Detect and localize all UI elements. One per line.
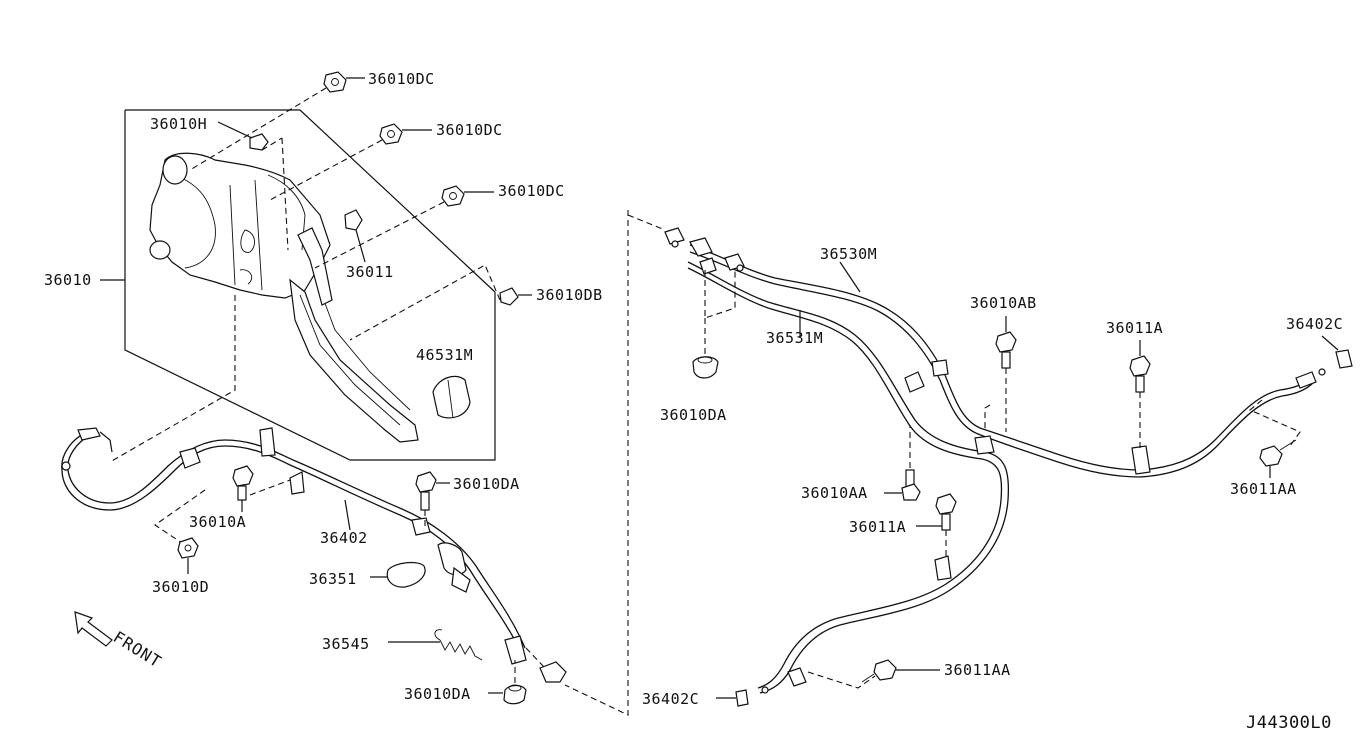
leader-dash-a bbox=[249, 479, 291, 496]
clip-36011 bbox=[344, 209, 366, 263]
label-36402: 36402 bbox=[320, 529, 368, 547]
label-36402c-bottom: 36402C bbox=[642, 690, 699, 708]
leader-dash-rear-front bbox=[627, 214, 666, 231]
rear-cable-36531m bbox=[687, 261, 1010, 694]
clip-36010h bbox=[217, 121, 269, 151]
label-36545: 36545 bbox=[322, 635, 370, 653]
label-36011aa-right: 36011AA bbox=[1230, 480, 1297, 498]
bolt-36011a-mid bbox=[916, 493, 957, 558]
part-labels: 36010DC 36010H 36010DC 36010DC 36010 360… bbox=[44, 70, 1343, 733]
clip-36402c-top bbox=[1321, 335, 1353, 369]
label-36010aa: 36010AA bbox=[801, 484, 868, 502]
leader-36530m bbox=[839, 261, 861, 293]
rear-cable-front-bracket bbox=[664, 227, 745, 275]
leader-dash-h bbox=[261, 137, 283, 151]
bolt-36011aa-bottom bbox=[861, 659, 940, 683]
label-36010da-bottom: 36010DA bbox=[404, 685, 471, 703]
leader-dash-ab bbox=[984, 404, 991, 430]
nut-36010dc-mid bbox=[379, 123, 432, 145]
leader-dash-dc-top bbox=[189, 87, 327, 171]
diagram-code: J44300L0 bbox=[1246, 713, 1332, 733]
label-36010ab: 36010AB bbox=[970, 294, 1037, 312]
label-36351: 36351 bbox=[309, 570, 357, 588]
nut-36010dc-top bbox=[323, 71, 365, 93]
label-36010da-center: 36010DA bbox=[453, 475, 520, 493]
leader-dash-frame-cable bbox=[109, 295, 236, 463]
plug-36351 bbox=[370, 561, 426, 588]
nut-36010d bbox=[177, 537, 199, 574]
bolt-36010a bbox=[232, 465, 254, 512]
leader-dash-db bbox=[349, 264, 501, 341]
label-36010h: 36010H bbox=[150, 115, 207, 133]
pedal-pad-46531m bbox=[432, 375, 471, 419]
grommet-36010da-right bbox=[692, 356, 719, 379]
bolt-36010da-center bbox=[415, 471, 450, 528]
front-direction-arrow: FRONT bbox=[74, 611, 165, 672]
leader-dash-dc-low bbox=[314, 201, 445, 269]
leader-dash-aa-bottom bbox=[807, 671, 876, 689]
label-36010: 36010 bbox=[44, 271, 92, 289]
leader-dash-aa-right bbox=[1248, 399, 1301, 447]
label-36530m: 36530M bbox=[820, 245, 877, 263]
bolt-36010ab bbox=[995, 316, 1017, 432]
pedal-assembly-frame bbox=[100, 109, 496, 461]
parking-brake-pedal-assembly bbox=[149, 152, 419, 443]
spring-36545 bbox=[388, 629, 483, 661]
label-46531m: 46531M bbox=[416, 346, 473, 364]
label-36010d: 36010D bbox=[152, 578, 209, 596]
grommet-36010da-bottom bbox=[488, 660, 527, 705]
label-36011: 36011 bbox=[346, 263, 394, 281]
label-36010dc-low: 36010DC bbox=[498, 182, 565, 200]
leader-dash-h2 bbox=[281, 137, 289, 251]
label-36011aa-bottom: 36011AA bbox=[944, 661, 1011, 679]
bolt-36011aa-right bbox=[1259, 439, 1297, 478]
front-direction-label: FRONT bbox=[110, 627, 165, 671]
leader-36402 bbox=[344, 499, 351, 531]
rear-cable-36530m bbox=[689, 244, 1326, 478]
label-36010db: 36010DB bbox=[536, 286, 603, 304]
bolt-36011a-upper bbox=[1129, 340, 1151, 448]
label-36010dc-top: 36010DC bbox=[368, 70, 435, 88]
clip-36010db bbox=[499, 287, 532, 306]
label-36010dc-mid: 36010DC bbox=[436, 121, 503, 139]
leader-dash-dc-mid bbox=[269, 139, 383, 201]
label-36402c-top: 36402C bbox=[1286, 315, 1343, 333]
section-divider bbox=[564, 210, 629, 716]
leader-dash-a2 bbox=[154, 489, 206, 546]
label-36010da-right: 36010DA bbox=[660, 406, 727, 424]
label-36010a: 36010A bbox=[189, 513, 246, 531]
label-36011a-mid: 36011A bbox=[849, 518, 906, 536]
clip-36402c-bottom bbox=[716, 689, 749, 707]
label-36011a-upper: 36011A bbox=[1106, 319, 1163, 337]
bolt-36010aa bbox=[884, 425, 921, 501]
front-cable-36402 bbox=[61, 427, 567, 683]
leader-dash-rear-front2 bbox=[704, 270, 736, 319]
label-36531m: 36531M bbox=[766, 329, 823, 347]
nut-36010dc-low bbox=[441, 185, 494, 207]
